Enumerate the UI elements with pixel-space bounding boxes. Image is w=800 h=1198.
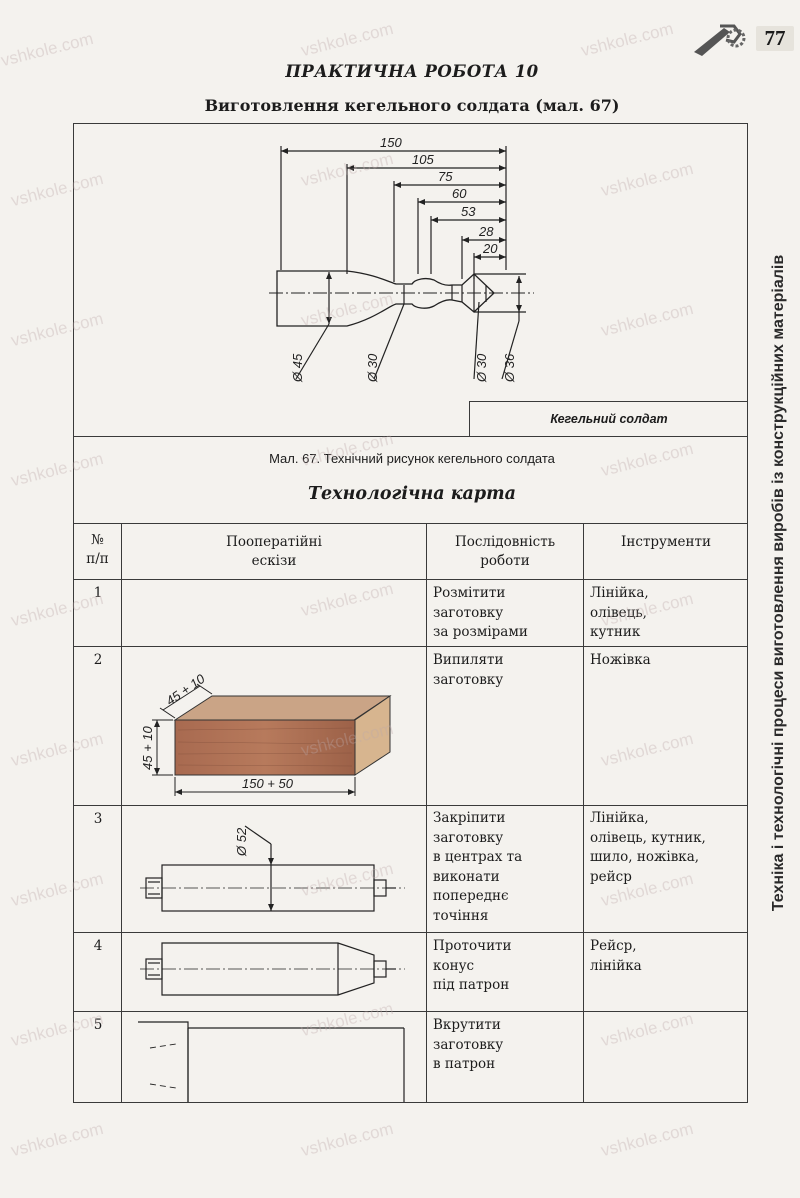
row-number: 5	[93, 1017, 103, 1033]
column-header-sketch: Пооператійні ескізи	[226, 534, 322, 569]
card-title: Технологічна карта	[308, 484, 516, 504]
page-number: 77	[756, 26, 794, 51]
watermark: vshkole.com	[298, 18, 396, 61]
row-divider	[73, 646, 748, 647]
sketch-chuck	[138, 1021, 405, 1102]
row-sequence: Випиляти заготовку	[433, 652, 504, 688]
work-subtitle: Виготовлення кегельного солдата (мал. 67…	[204, 96, 620, 115]
row-sequence: Вкрутити заготовку в патрон	[433, 1017, 504, 1072]
row-sequence: Закріпити заготовку в центрах та виконат…	[433, 810, 523, 924]
row-tools: Лінійка, олівець, кутник, шило, ножівка,…	[590, 810, 706, 885]
table-header-border	[73, 579, 748, 580]
dim-label: 150 + 50	[242, 776, 294, 791]
column-divider	[583, 523, 584, 1103]
watermark: vshkole.com	[578, 18, 676, 61]
column-header-tools: Інструменти	[621, 534, 711, 550]
figure-caption: Мал. 67. Технічний рисунок кегельного со…	[269, 451, 555, 466]
dim-label: 20	[482, 241, 498, 256]
diameter-label: Ø 30	[365, 353, 380, 383]
row-number: 2	[93, 652, 103, 668]
row-divider	[73, 932, 748, 933]
diameter-label: Ø 36	[502, 353, 517, 383]
row-tools: Ножівка	[590, 652, 651, 668]
dim-label: 150	[380, 135, 402, 150]
page-title: ПРАКТИЧНА РОБОТА 10	[285, 62, 539, 81]
technical-drawing: 150 105 75 60 53 28 20 Ø 45 Ø 30 Ø 30 Ø …	[269, 135, 534, 383]
row-tools: Лінійка, олівець, кутник	[590, 585, 649, 640]
watermark: vshkole.com	[598, 1118, 696, 1161]
row-number: 3	[93, 811, 103, 827]
sketch-cone-turning	[140, 942, 405, 996]
dim-label: Ø 52	[234, 827, 249, 857]
sketch-lathe-centres: Ø 52	[140, 825, 405, 912]
dim-label: 53	[461, 204, 476, 219]
row-sequence: Проточити конус під патрон	[433, 938, 512, 993]
column-divider	[121, 523, 122, 1103]
side-caption: Техніка і технологічні процеси виготовле…	[770, 254, 787, 912]
column-header-sequence: Послідовність роботи	[454, 534, 556, 569]
row-sequence: Розмітити заготовку за розмірами	[433, 585, 528, 640]
dim-label: 28	[478, 224, 494, 239]
row-divider	[73, 1011, 748, 1012]
main-frame	[73, 123, 748, 1103]
dim-label: 45 + 10	[140, 725, 155, 770]
row-number: 1	[93, 585, 103, 601]
column-header-num: № п/п	[86, 532, 109, 567]
dim-label: 75	[438, 169, 453, 184]
wrench-gear-icon	[694, 24, 746, 56]
dim-chain	[280, 146, 507, 282]
column-divider	[426, 523, 427, 1103]
watermark: vshkole.com	[298, 1118, 396, 1161]
dim-label: 105	[412, 152, 434, 167]
diameter-label: Ø 30	[474, 353, 489, 383]
watermark: vshkole.com	[8, 1118, 106, 1161]
part-label: Кегельний солдат	[469, 401, 748, 436]
row-number: 4	[93, 938, 103, 954]
row-divider	[73, 805, 748, 806]
dim-label: 60	[452, 186, 467, 201]
divider	[73, 436, 748, 437]
diameter-label: Ø 45	[290, 353, 305, 383]
row-tools: Рейср, лінійка	[590, 938, 642, 974]
table-top-border	[73, 523, 748, 524]
sketch-wood-block: 150 + 50 45 + 10 45 + 10	[140, 671, 392, 796]
